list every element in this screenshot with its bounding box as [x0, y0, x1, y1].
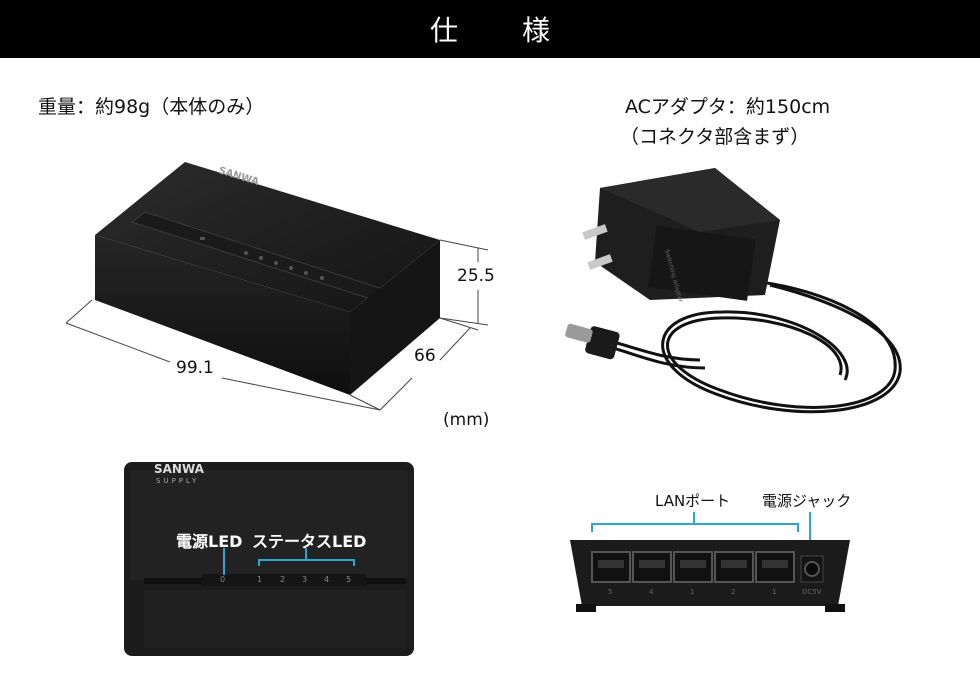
- adapter-note-text: （コネクタ部含まず）: [620, 126, 810, 148]
- lan-ports: [591, 551, 795, 583]
- port-number: 4: [649, 588, 654, 596]
- unit-label: (mm): [443, 410, 490, 430]
- led-leader-lines: [223, 548, 355, 575]
- brand-logo: SANWA: [154, 462, 204, 476]
- weight-text: 重量：約98g（本体のみ）: [38, 96, 265, 118]
- height-dimension: 25.5: [457, 266, 495, 286]
- port-number: 1: [772, 588, 777, 596]
- power-led-label: 電源LED: [176, 532, 243, 551]
- dimension-lines: [65, 239, 489, 411]
- port-number: 5: [608, 588, 613, 596]
- device-leds: [200, 237, 324, 280]
- device-side-face: [350, 240, 440, 395]
- brand-sub: SUPPLY: [156, 477, 200, 485]
- section-header: 仕 様: [0, 0, 980, 58]
- port-number: 2: [731, 588, 736, 596]
- power-jack-icon: [804, 561, 820, 577]
- dc-plug: [585, 326, 620, 360]
- device-top-face: [95, 162, 440, 312]
- width-dimension: 99.1: [176, 358, 214, 378]
- port-number: 1: [690, 588, 695, 596]
- device-front-face: [95, 235, 350, 395]
- depth-dimension: 66: [414, 346, 436, 366]
- power-text: DC5V: [802, 588, 822, 596]
- led-number: 2: [280, 575, 286, 584]
- power-jack-label: 電源ジャック: [762, 492, 852, 510]
- lan-port-label: LANポート: [655, 492, 731, 510]
- led-number: 5: [346, 575, 352, 584]
- led-number: 4: [324, 575, 330, 584]
- adapter-prong: [587, 254, 613, 270]
- adapter-length-text: ACアダプタ：約150cm: [625, 96, 831, 118]
- led-number: 3: [302, 575, 308, 584]
- led-number: 1: [257, 575, 263, 584]
- status-led-label: ステータスLED: [252, 532, 367, 551]
- led-number: 0: [220, 575, 226, 584]
- section-title: 仕 様: [429, 14, 568, 47]
- adapter-prong: [582, 224, 608, 240]
